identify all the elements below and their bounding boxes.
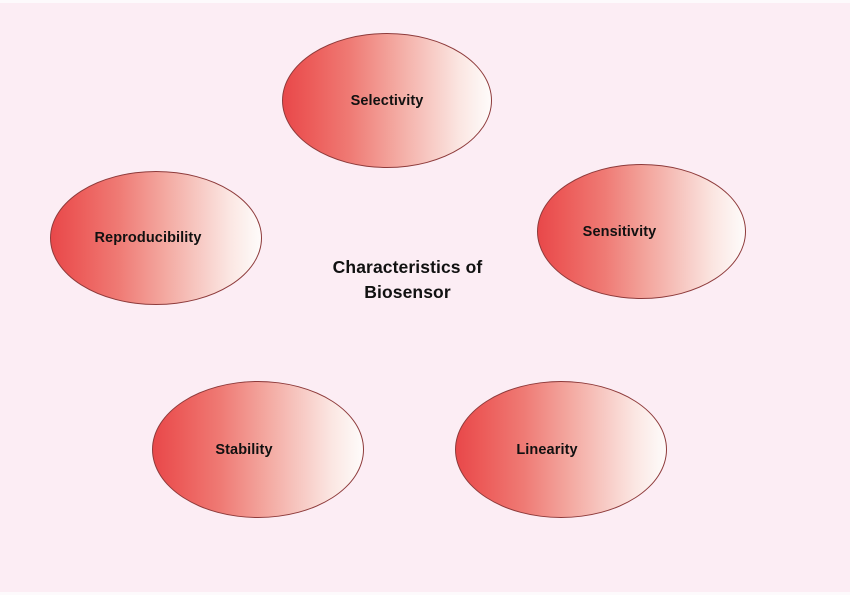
node-selectivity-label: Selectivity bbox=[350, 92, 424, 109]
center-title: Characteristics of Biosensor bbox=[332, 257, 483, 303]
node-linearity-label: Linearity bbox=[516, 441, 578, 458]
node-reproducibility-label: Reproducibility bbox=[94, 230, 202, 246]
node-selectivity[interactable]: Selectivity bbox=[282, 33, 492, 168]
node-reproducibility[interactable]: Reproducibility bbox=[50, 171, 262, 305]
node-linearity[interactable]: Linearity bbox=[455, 381, 667, 518]
node-sensitivity-label: Sensitivity bbox=[582, 223, 657, 240]
node-stability[interactable]: Stability bbox=[152, 381, 364, 518]
node-sensitivity[interactable]: Sensitivity bbox=[537, 164, 746, 299]
node-stability-label: Stability bbox=[215, 441, 273, 458]
